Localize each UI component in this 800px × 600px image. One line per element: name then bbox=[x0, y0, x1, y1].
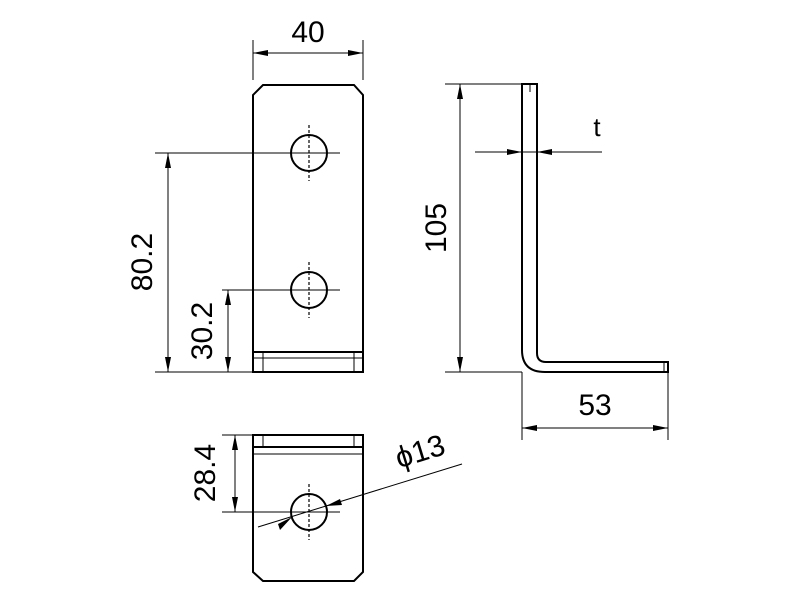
bottom-hole-arrow-top bbox=[232, 435, 238, 450]
diameter-arrow-right bbox=[326, 499, 342, 506]
side-profile-outline bbox=[521, 83, 669, 373]
height-label: 105 bbox=[420, 203, 453, 253]
hole-upper-arrow-top bbox=[165, 153, 171, 168]
lower-hole bbox=[222, 262, 340, 318]
height-arrow-bottom bbox=[457, 357, 463, 372]
upper-hole bbox=[155, 125, 340, 181]
diameter-leader-line bbox=[257, 463, 463, 528]
dimension-diameter: ϕ13 bbox=[257, 429, 463, 530]
dimension-hole-lower: 30.2 bbox=[186, 290, 231, 372]
dimension-thickness: t bbox=[475, 112, 602, 155]
diameter-label: ϕ13 bbox=[391, 429, 449, 475]
leg-arrow-left bbox=[522, 425, 537, 431]
front-plate-outline bbox=[252, 84, 364, 373]
width-arrow-left bbox=[253, 50, 268, 56]
width-arrow-right bbox=[348, 50, 363, 56]
leg-arrow-right bbox=[653, 425, 668, 431]
diameter-arrow-left bbox=[278, 517, 292, 530]
hole-lower-arrow-bottom bbox=[225, 357, 231, 372]
hole-upper-label: 80.2 bbox=[126, 233, 159, 291]
dimension-leg: 53 bbox=[521, 372, 669, 440]
bottom-view: 28.4 ϕ13 bbox=[189, 429, 463, 582]
bottom-hole-arrow-bottom bbox=[232, 497, 238, 512]
leg-label: 53 bbox=[578, 389, 611, 422]
hole-upper-arrow-bottom bbox=[165, 357, 171, 372]
width-label: 40 bbox=[291, 16, 324, 49]
front-view: 40 80.2 30.2 bbox=[126, 16, 364, 373]
bottom-plate-outline bbox=[252, 434, 364, 582]
hole-lower-label: 30.2 bbox=[186, 302, 219, 360]
thickness-arrow-left bbox=[507, 149, 522, 155]
thickness-label: t bbox=[593, 112, 601, 142]
bottom-hole-label: 28.4 bbox=[189, 444, 222, 502]
dimension-bottom-hole: 28.4 bbox=[189, 434, 253, 512]
dimension-width: 40 bbox=[252, 16, 364, 80]
bottom-hole bbox=[222, 484, 340, 540]
thickness-arrow-right bbox=[537, 149, 552, 155]
hole-lower-arrow-top bbox=[225, 290, 231, 305]
dimension-height: 105 bbox=[420, 83, 522, 373]
height-arrow-top bbox=[457, 84, 463, 99]
dimension-hole-upper: 80.2 bbox=[126, 153, 171, 372]
side-view: t 105 53 bbox=[420, 83, 669, 440]
